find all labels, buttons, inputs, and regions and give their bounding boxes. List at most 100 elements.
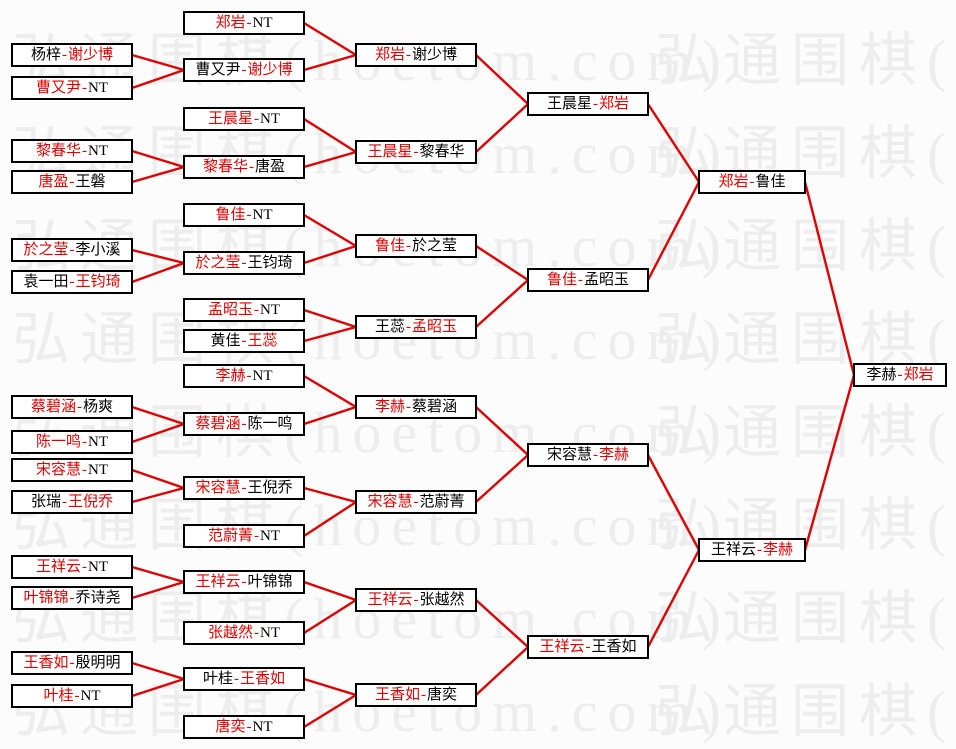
player1-name: 王晨星 xyxy=(207,110,253,127)
connector-line xyxy=(131,580,185,600)
player2-name: 孟昭玉 xyxy=(412,318,458,335)
connector-line xyxy=(646,103,701,183)
match-d1: 郑岩-谢少博 xyxy=(355,43,477,67)
connector-line xyxy=(303,308,357,329)
player2-name: 李赫 xyxy=(599,446,630,463)
match-b2: 曹又尹-NT xyxy=(11,76,133,100)
match-e4: 王祥云-王香如 xyxy=(527,635,649,659)
player1-name: 陈一鸣 xyxy=(35,433,81,450)
connector-line xyxy=(131,261,185,284)
match-c2: 曹又尹-谢少博 xyxy=(183,58,305,82)
vs-dash: - xyxy=(246,718,252,735)
player2-name: 谢少博 xyxy=(247,61,293,78)
player1-name: 於之莹 xyxy=(23,241,69,258)
vs-dash: - xyxy=(82,142,87,159)
match-d4: 王蕊-孟昭玉 xyxy=(355,315,477,339)
match-b5: 於之莹-李小溪 xyxy=(11,238,133,262)
connector-line xyxy=(131,661,185,681)
match-c6: 於之莹-王钧琦 xyxy=(183,251,305,275)
player1-name: 李赫 xyxy=(215,367,246,384)
player2-name: 王倪乔 xyxy=(247,479,293,496)
connector-line xyxy=(131,405,185,426)
match-c9: 李赫-NT xyxy=(183,364,305,388)
player2-name: NT xyxy=(88,433,108,450)
vs-dash: - xyxy=(69,241,75,258)
vs-dash: - xyxy=(241,332,247,349)
player2-name: NT xyxy=(252,718,273,735)
connector-line xyxy=(646,549,701,648)
connector-line xyxy=(303,486,357,504)
player2-name: 乔诗尧 xyxy=(75,589,121,606)
player1-name: 宋容慧 xyxy=(35,461,81,478)
player2-name: 殷明明 xyxy=(75,654,121,671)
player1-name: 宋容慧 xyxy=(367,493,413,510)
player2-name: 范蔚菁 xyxy=(419,493,465,510)
match-b7: 蔡碧涵-杨爽 xyxy=(11,395,133,419)
player2-name: NT xyxy=(260,110,280,127)
connector-line xyxy=(131,53,185,72)
player1-name: 王祥云 xyxy=(539,638,585,655)
player2-name: 谢少博 xyxy=(412,46,458,63)
player1-name: 叶锦锦 xyxy=(23,589,69,606)
player2-name: 唐盈 xyxy=(255,158,286,175)
vs-dash: - xyxy=(77,398,82,415)
player2-name: 孟昭玉 xyxy=(584,271,630,288)
vs-dash: - xyxy=(69,273,75,290)
vs-dash: - xyxy=(241,479,247,496)
connector-line xyxy=(131,468,185,490)
connector-line xyxy=(646,454,701,551)
player2-name: 鲁佳 xyxy=(755,173,786,190)
vs-dash: - xyxy=(757,541,762,558)
player1-name: 宋容慧 xyxy=(546,446,592,463)
match-d5: 李赫-蔡碧涵 xyxy=(355,395,477,419)
vs-dash: - xyxy=(82,461,87,478)
match-b11: 王祥云-NT xyxy=(11,555,133,579)
vs-dash: - xyxy=(69,589,75,606)
connector-line xyxy=(303,580,357,602)
player2-name: 李赫 xyxy=(763,541,794,558)
player2-name: NT xyxy=(88,142,108,159)
vs-dash: - xyxy=(585,638,591,655)
connector-line xyxy=(131,565,185,584)
match-d3: 鲁佳-於之莹 xyxy=(355,234,477,258)
vs-dash: - xyxy=(413,493,419,510)
player2-name: 於之莹 xyxy=(412,237,458,254)
vs-dash: - xyxy=(69,654,75,671)
match-b12: 叶锦锦-乔诗尧 xyxy=(11,586,133,610)
player1-name: 范蔚菁 xyxy=(207,527,253,544)
match-b9: 宋容慧-NT xyxy=(11,458,133,482)
player1-name: 郑岩 xyxy=(718,173,749,190)
player2-name: 王香如 xyxy=(591,638,637,655)
watermark-text: 弘通围棋(hoetom.com) xyxy=(655,307,956,372)
player2-name: NT xyxy=(88,461,108,478)
vs-dash: - xyxy=(406,237,411,254)
player1-name: 杨梓 xyxy=(30,46,61,63)
player1-name: 鲁佳 xyxy=(374,237,405,254)
connector-line xyxy=(475,646,529,696)
player2-name: 谢少博 xyxy=(68,46,114,63)
player2-name: 李小溪 xyxy=(75,241,121,258)
player1-name: 王香如 xyxy=(374,686,420,703)
vs-dash: - xyxy=(62,46,67,63)
match-b1: 杨梓-谢少博 xyxy=(11,43,133,67)
vs-dash: - xyxy=(413,591,419,608)
player2-name: NT xyxy=(252,206,273,223)
player2-name: 唐奕 xyxy=(427,686,458,703)
connector-line xyxy=(131,149,185,169)
player2-name: 黎春华 xyxy=(419,143,465,160)
vs-dash: - xyxy=(82,433,87,450)
vs-dash: - xyxy=(254,527,259,544)
player2-name: NT xyxy=(80,687,101,704)
player2-name: NT xyxy=(260,527,280,544)
connector-line xyxy=(303,374,357,409)
player1-name: 於之莹 xyxy=(195,254,241,271)
match-c3: 王晨星-NT xyxy=(183,107,305,131)
match-b4: 唐盈-王磐 xyxy=(11,170,133,194)
vs-dash: - xyxy=(69,173,75,190)
player2-name: 王香如 xyxy=(240,670,286,687)
player1-name: 李赫 xyxy=(866,366,897,383)
player1-name: 张瑞 xyxy=(30,493,61,510)
match-d6: 宋容慧-范蔚菁 xyxy=(355,490,477,514)
match-c10: 蔡碧涵-陈一鸣 xyxy=(183,412,305,436)
